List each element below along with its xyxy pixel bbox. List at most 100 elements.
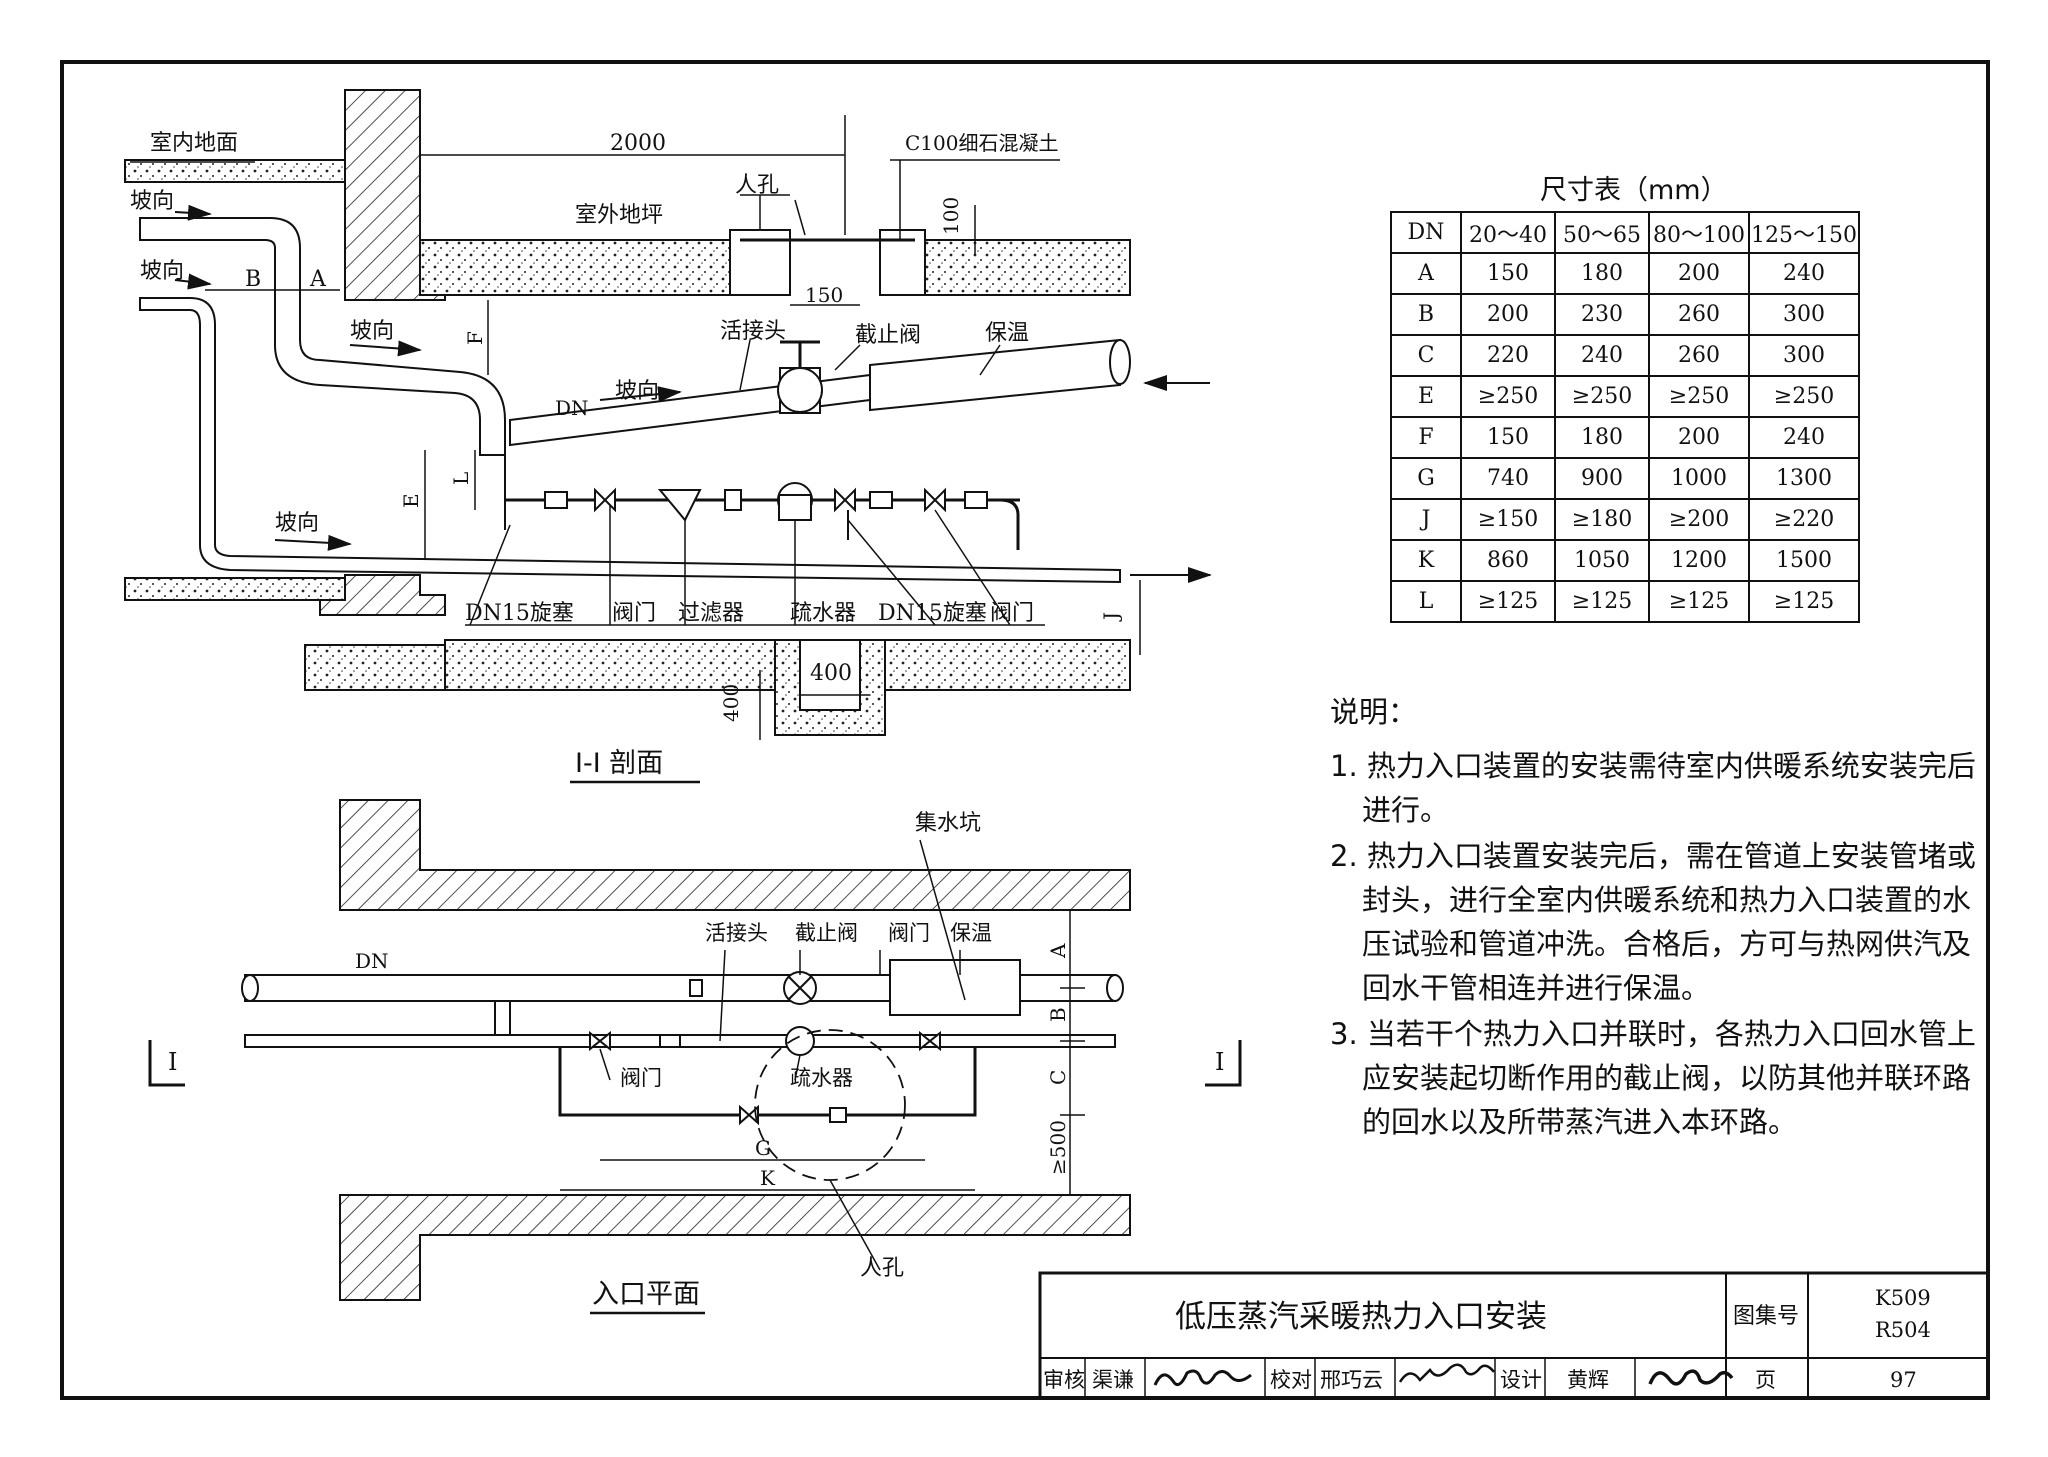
signature-checker [1398, 1363, 1495, 1383]
label-trap: 疏水器 [790, 601, 856, 626]
dim-2000: 2000 [610, 131, 666, 156]
label-slope: 坡向 [130, 189, 174, 214]
designer-name: 黄辉 [1567, 1368, 1609, 1392]
label-dn: DN [355, 949, 389, 973]
table-cell: ≥150 [1460, 498, 1556, 541]
section-title: I-I 剖面 [575, 748, 663, 779]
table-header: 125～150 [1748, 211, 1860, 254]
table-cell: ≥200 [1648, 498, 1750, 541]
label-insulation: 保温 [985, 321, 1029, 346]
atlas-number-1: K509 [1875, 1286, 1931, 1310]
label-filter: 过滤器 [678, 601, 744, 626]
section-view [124, 89, 1212, 784]
notes-block: 说明： 1. 热力入口装置的安装需待室内供暖系统安装完后进行。 2. 热力入口装… [1330, 690, 1990, 1146]
label-stop-valve: 截止阀 [855, 323, 921, 348]
plan-view [148, 799, 1242, 1315]
dim-A: A [309, 267, 327, 292]
table-cell: ≥125 [1748, 580, 1860, 623]
dim-K: K [760, 1166, 776, 1190]
table-cell: C [1390, 334, 1462, 377]
atlas-number-2: R504 [1875, 1318, 1931, 1342]
table-cell: 240 [1748, 416, 1860, 459]
label-insulation: 保温 [950, 921, 992, 945]
table-cell: ≥125 [1554, 580, 1650, 623]
label-union: 活接头 [705, 921, 768, 945]
dim-B: B [1046, 1007, 1070, 1022]
table-cell: ≥250 [1648, 375, 1750, 418]
table-cell: F [1390, 416, 1462, 459]
dim-400-height: 400 [719, 684, 743, 722]
table-cell: ≥250 [1748, 375, 1860, 418]
table-cell: 240 [1554, 334, 1650, 377]
dim-150: 150 [805, 283, 843, 307]
table-header-row: DN 20～40 50～65 80～100 125～150 [1390, 211, 1860, 254]
label-slope: 坡向 [350, 319, 394, 344]
dim-B: B [245, 267, 261, 292]
signature-designer [1648, 1369, 1734, 1386]
label-slope: 坡向 [140, 259, 184, 284]
table-cell: 200 [1648, 416, 1750, 459]
checker-name: 邢巧云 [1320, 1368, 1383, 1392]
table-cell: 900 [1554, 457, 1650, 500]
table-header: 80～100 [1648, 211, 1750, 254]
table-cell: 1000 [1648, 457, 1750, 500]
dim-E: E [399, 493, 423, 508]
plan-title: 入口平面 [592, 1279, 700, 1310]
table-cell: ≥180 [1554, 498, 1650, 541]
table-cell: ≥125 [1460, 580, 1556, 623]
label-slope: 坡向 [275, 511, 319, 536]
section-cut-mark: I [168, 1048, 177, 1076]
table-row: J≥150≥180≥200≥220 [1390, 498, 1860, 541]
note-item: 1. 热力入口装置的安装需待室内供暖系统安装完后进行。 [1330, 749, 1976, 827]
table-header: 20～40 [1460, 211, 1556, 254]
atlas-label: 图集号 [1733, 1304, 1799, 1329]
dim-100: 100 [939, 197, 963, 235]
label-valve: 阀门 [620, 1066, 662, 1090]
dim-G: G [755, 1136, 771, 1160]
table-cell: ≥220 [1748, 498, 1860, 541]
table-cell: 200 [1648, 252, 1750, 295]
label-plug: DN15旋塞 [465, 601, 574, 626]
page-number: 97 [1890, 1368, 1917, 1392]
table-cell: 180 [1554, 252, 1650, 295]
table-cell: 300 [1748, 293, 1860, 336]
table-header: DN [1390, 211, 1462, 254]
table-cell: 1050 [1554, 539, 1650, 582]
table-cell: 1500 [1748, 539, 1860, 582]
review-label: 审核 [1043, 1368, 1085, 1392]
label-union: 活接头 [720, 319, 786, 344]
dimension-table-caption: 尺寸表（mm） [1540, 175, 1728, 206]
table-row: E≥250≥250≥250≥250 [1390, 375, 1860, 418]
table-cell: 300 [1748, 334, 1860, 377]
signature-reviewer [1153, 1369, 1252, 1387]
label-valve: 阀门 [888, 921, 930, 945]
table-cell: ≥125 [1648, 580, 1750, 623]
table-cell: L [1390, 580, 1462, 623]
note-item: 2. 热力入口装置安装完后，需在管道上安装管堵或封头，进行全室内供暖系统和热力入… [1330, 839, 1976, 1005]
dim-F: F [463, 331, 487, 345]
table-cell: 150 [1460, 252, 1556, 295]
dim-min500: ≥500 [1046, 1120, 1070, 1175]
reviewer-name: 渠谦 [1092, 1368, 1134, 1392]
table-cell: G [1390, 457, 1462, 500]
title-block [1038, 1271, 1990, 1400]
table-cell: 740 [1460, 457, 1556, 500]
table-cell: E [1390, 375, 1462, 418]
table-cell: 220 [1460, 334, 1556, 377]
label-indoor-floor: 室内地面 [150, 131, 238, 156]
label-outdoor-ground: 室外地坪 [575, 203, 663, 228]
label-valve: 阀门 [990, 601, 1034, 626]
table-row: L≥125≥125≥125≥125 [1390, 580, 1860, 623]
table-cell: J [1390, 498, 1462, 541]
note-item: 3. 当若干个热力入口并联时，各热力入口回水管上应安装起切断作用的截止阀，以防其… [1330, 1017, 1976, 1139]
table-cell: 230 [1554, 293, 1650, 336]
table-cell: K [1390, 539, 1462, 582]
